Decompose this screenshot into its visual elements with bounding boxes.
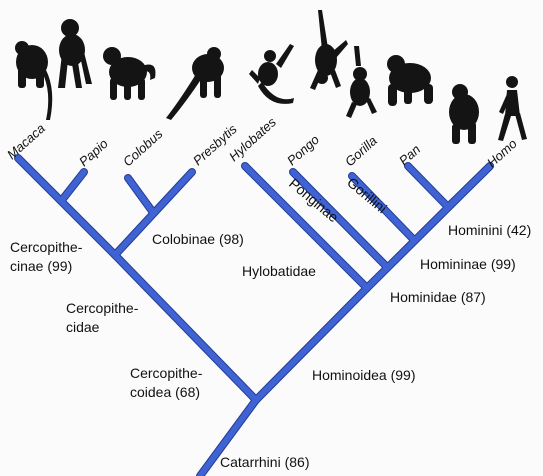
taxon-label-homo: Homo — [484, 136, 520, 170]
taxon-label-pan: Pan — [396, 142, 423, 169]
clade-label-cercopithecinae-line1: Cercopithe- — [10, 239, 83, 255]
human-silhouette-icon — [498, 76, 527, 141]
clade-label-cercopithecidae-line2: cidae — [66, 319, 100, 335]
clade-label-cercopithecoidea-line2: coidea (68) — [130, 384, 200, 400]
taxon-label-colobus: Colobus — [120, 126, 166, 169]
orangutan-silhouette-icon — [310, 10, 348, 90]
baboon-silhouette-icon — [58, 19, 92, 88]
clade-label-hominoidea: Hominoidea (99) — [312, 367, 416, 383]
clade-labels: Colobinae (98) Cercopithe- cinae (99) Ce… — [10, 174, 531, 470]
langur-silhouette-icon — [166, 47, 224, 120]
colobus-silhouette-icon — [103, 47, 155, 100]
clade-label-homininae: Homininae (99) — [420, 256, 516, 272]
branch-papio — [62, 172, 84, 200]
tree-branches — [18, 158, 490, 476]
macaque-silhouette-icon — [15, 41, 52, 120]
branch-pan — [408, 166, 448, 207]
taxon-label-hylobates: Hylobates — [226, 114, 279, 164]
taxon-label-macaca: Macaca — [4, 121, 48, 163]
gibbon-silhouette-icon — [249, 44, 294, 104]
branch-hominini — [448, 166, 490, 207]
taxon-label-papio: Papio — [76, 136, 111, 169]
genus-labels: Macaca Papio Colobus Presbytis Hylobates… — [4, 114, 520, 170]
gorilla-silhouette-icon — [387, 55, 433, 106]
clade-label-hominidae: Hominidae (87) — [390, 289, 486, 305]
clade-label-hylobatidae: Hylobatidae — [242, 263, 316, 279]
taxon-label-pongo: Pongo — [284, 132, 322, 168]
branch-hominoidea — [256, 288, 367, 400]
clade-label-hominini: Hominini (42) — [448, 222, 531, 238]
taxon-label-gorilla: Gorilla — [342, 133, 380, 169]
clade-label-catarrhini: Catarrhini (86) — [220, 454, 309, 470]
clade-label-cercopithecoidea-line1: Cercopithe- — [130, 365, 203, 381]
clade-label-cercopithecidae-line1: Cercopithe- — [66, 300, 139, 316]
clade-label-gorillini: Gorillini — [344, 174, 390, 216]
clade-label-cercopithecinae-line2: cinae (99) — [10, 258, 72, 274]
branch-colobus — [128, 178, 152, 211]
clade-label-colobinae: Colobinae (98) — [152, 231, 244, 247]
chimpanzee-silhouette-icon — [346, 46, 479, 144]
